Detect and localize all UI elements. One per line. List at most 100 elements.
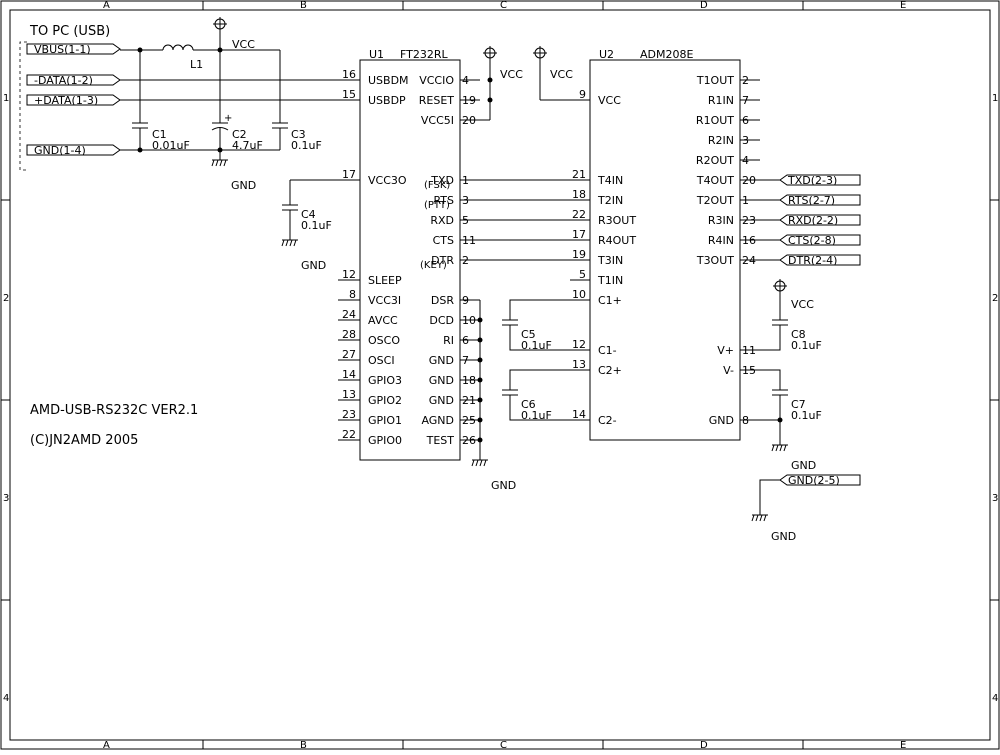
pin-name: T3IN (597, 254, 623, 267)
pin-name: T4OUT (696, 174, 734, 187)
u2-ref: U2 (599, 48, 614, 61)
svg-text:GND: GND (491, 479, 516, 492)
row-label: 3 (992, 493, 998, 504)
vcc-label: VCC (232, 38, 255, 51)
pin-name: R1OUT (696, 114, 734, 127)
svg-text:TXD(2-3): TXD(2-3) (787, 174, 837, 187)
pin-number: 5 (579, 268, 586, 281)
pin-number: 22 (342, 428, 356, 441)
pin-name: VCC (598, 94, 621, 107)
pin-name: SLEEP (368, 274, 402, 287)
pin-number: 23 (742, 214, 756, 227)
svg-text:C7: C7 (791, 398, 806, 411)
col-label: D (700, 0, 708, 11)
pin-name: GPIO0 (368, 434, 402, 447)
u2-part: ADM208E (640, 48, 693, 61)
pin-name: T1IN (597, 274, 623, 287)
pin-number: 2 (742, 74, 749, 87)
copyright: (C)JN2AMD 2005 (30, 433, 138, 448)
pin-name: R2OUT (696, 154, 734, 167)
pin-name: OSCO (368, 334, 400, 347)
pin-number: 4 (742, 154, 749, 167)
svg-text:(KEY): (KEY) (420, 260, 447, 271)
svg-text:0.1uF: 0.1uF (791, 409, 822, 422)
pin-name: C1- (598, 344, 617, 357)
pin-number: 21 (462, 394, 476, 407)
pin-number: 15 (342, 88, 356, 101)
port-minus-data: -DATA(1-2) (26, 74, 121, 87)
pin-number: 4 (462, 74, 469, 87)
pin-name: CTS (433, 234, 454, 247)
gnd-symbol (211, 159, 228, 167)
pin-name: R4OUT (598, 234, 636, 247)
col-label: E (900, 740, 906, 750)
pin-number: 23 (342, 408, 356, 421)
svg-text:C4: C4 (301, 208, 316, 221)
pin-number: 12 (342, 268, 356, 281)
svg-text:0.1uF: 0.1uF (521, 409, 552, 422)
pin-name: VCC5I (421, 114, 454, 127)
row-label: 1 (3, 93, 9, 104)
pin-number: 8 (349, 288, 356, 301)
pin-name: VCC3I (368, 294, 401, 307)
pin-name: T2IN (597, 194, 623, 207)
gnd-label: GND (231, 179, 256, 192)
pin-name: RI (443, 334, 454, 347)
pin-number: 10 (462, 314, 476, 327)
svg-text:RTS(2-7): RTS(2-7) (788, 194, 835, 207)
pin-name: R3IN (708, 214, 734, 227)
pin-name: R2IN (708, 134, 734, 147)
pin-number: 9 (462, 294, 469, 307)
svg-text:VBUS(1-1): VBUS(1-1) (34, 43, 91, 56)
pin-number: 14 (342, 368, 356, 381)
pin-number: 8 (742, 414, 749, 427)
svg-text:CTS(2-8): CTS(2-8) (788, 234, 836, 247)
row-label: 4 (992, 693, 998, 704)
pin-number: 1 (742, 194, 749, 207)
port-vbus: VBUS(1-1) (26, 43, 121, 56)
pin-name: GND (429, 394, 454, 407)
pin-number: 24 (742, 254, 756, 267)
pin-number: 20 (742, 174, 756, 187)
pin-name: C1+ (598, 294, 622, 307)
col-label: C (500, 0, 507, 11)
c1-ref: C1 (152, 128, 167, 141)
pin-name: T2OUT (696, 194, 734, 207)
pin-name: T4IN (597, 174, 623, 187)
power-wiring: + (120, 17, 338, 167)
power-labels: L1 VCC C1 0.01uF C2 4.7uF C3 0.1uF GND (152, 38, 322, 192)
inductor-l1 (162, 44, 194, 51)
pin-number: 13 (342, 388, 356, 401)
svg-text:0.1uF: 0.1uF (791, 339, 822, 352)
col-label: A (103, 0, 110, 11)
pin-name: GPIO3 (368, 374, 402, 387)
port-txd: TXD(2-3) (779, 174, 861, 187)
pin-number: 16 (742, 234, 756, 247)
pin-number: 19 (462, 94, 476, 107)
pin-name: RTS (433, 194, 454, 207)
c1-value: 0.01uF (152, 139, 190, 152)
pin-number: 18 (462, 374, 476, 387)
pin-number: 9 (579, 88, 586, 101)
port-rts: RTS(2-7) (779, 194, 861, 207)
pin-number: 14 (572, 408, 586, 421)
project-name: AMD-USB-RS232C VER2.1 (30, 403, 198, 418)
pin-name: T3OUT (696, 254, 734, 267)
border-labels: A B C D E A B C D E 1 2 3 4 1 2 3 4 (3, 0, 998, 751)
pin-name: GND (429, 374, 454, 387)
svg-text:(FSK): (FSK) (424, 180, 450, 191)
col-label: B (300, 740, 307, 750)
pin-name: USBDM (368, 74, 409, 87)
pin-name: C2+ (598, 364, 622, 377)
pin-name: USBDP (368, 94, 406, 107)
pin-number: 10 (572, 288, 586, 301)
title-block: AMD-USB-RS232C VER2.1 (C)JN2AMD 2005 (30, 403, 198, 448)
svg-text:DTR(2-4): DTR(2-4) (788, 254, 837, 267)
pin-number: 26 (462, 434, 476, 447)
c3-ref: C3 (291, 128, 306, 141)
pin-number: 25 (462, 414, 476, 427)
row-label: 4 (3, 693, 9, 704)
